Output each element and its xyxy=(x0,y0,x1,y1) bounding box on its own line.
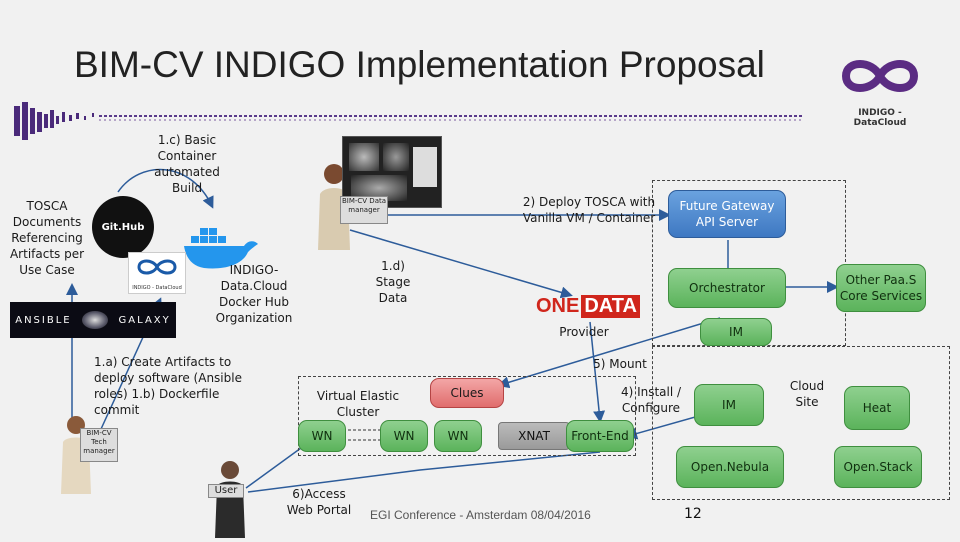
create-artifacts-label: 1.a) Create Artifacts to deploy software… xyxy=(94,355,242,417)
wn-box-3: WN xyxy=(434,420,482,452)
galaxy-icon xyxy=(82,311,109,329)
im-site-box: IM xyxy=(694,384,764,426)
docker-whale-icon xyxy=(184,228,258,269)
user-person xyxy=(210,458,250,538)
github-logo: Git.Hub xyxy=(92,196,154,258)
xnat-box: XNAT xyxy=(498,422,570,450)
cloud-site-region xyxy=(652,346,950,500)
ansible-galaxy-logo: ANSIBLE GALAXY xyxy=(10,302,176,338)
page-number: 12 xyxy=(684,506,702,522)
orchestrator-box: Orchestrator xyxy=(668,268,786,308)
im-top-box: IM xyxy=(700,318,772,346)
deploy-tosca-label: 2) Deploy TOSCA with Vanilla VM / Contai… xyxy=(522,195,656,225)
footer-conference: EGI Conference - Amsterdam 08/04/2016 xyxy=(370,508,591,522)
frontend-box: Front-End xyxy=(566,420,634,452)
medical-imaging-screen xyxy=(342,136,442,208)
ansible-text: ANSIBLE xyxy=(15,314,72,326)
heat-box: Heat xyxy=(844,386,910,430)
mount-label: 5) Mount xyxy=(593,357,647,371)
indigo-small-caption: INDIGO - DataCloud xyxy=(132,285,182,291)
tech-manager-caption: BIM-CV Tech manager xyxy=(80,428,118,462)
github-label: Git.Hub xyxy=(101,221,145,233)
page-title: BIM-CV INDIGO Implementation Proposal xyxy=(74,44,765,85)
wn-box-1: WN xyxy=(298,420,346,452)
logo-caption: INDIGO - DataCloud xyxy=(853,108,907,128)
indigo-datacloud-logo: INDIGO - DataCloud xyxy=(832,48,928,128)
stage-data-label: 1.d) Stage Data xyxy=(375,259,411,305)
virtual-elastic-cluster-label: Virtual Elastic Cluster xyxy=(316,389,400,419)
cloud-site-label: Cloud Site xyxy=(789,379,825,409)
onedata-data: DATA xyxy=(581,294,640,318)
opennebula-box: Open.Nebula xyxy=(676,446,784,488)
paas-core-services-box: Other Paa.S Core Services xyxy=(836,264,926,312)
provider-label: Provider xyxy=(559,325,609,339)
user-caption: User xyxy=(208,484,244,498)
virtual-elastic-cluster-region xyxy=(298,376,636,456)
access-web-portal-label: 6)Access Web Portal xyxy=(286,487,352,517)
docker-hub-label: INDIGO-Data.Cloud Docker Hub Organizatio… xyxy=(215,263,293,325)
basic-container-label: 1.c) Basic Container automated Build xyxy=(154,133,220,195)
onedata-one: ONE xyxy=(536,294,580,317)
onedata-logo: ONE DATA xyxy=(536,294,640,318)
indigo-small-infinity-icon xyxy=(137,259,177,275)
tosca-documents-label: TOSCA Documents Referencing Artifacts pe… xyxy=(9,199,85,277)
future-gateway-box: Future Gateway API Server xyxy=(668,190,786,238)
indigo-infinity-icon xyxy=(841,60,919,92)
person-icon xyxy=(215,461,245,538)
indigo-small-logo: INDIGO - DataCloud xyxy=(128,252,186,294)
wn-box-2: WN xyxy=(380,420,428,452)
openstack-box: Open.Stack xyxy=(834,446,922,488)
galaxy-text: GALAXY xyxy=(118,314,171,326)
clues-box: Clues xyxy=(430,378,504,408)
decorative-pixel-bar xyxy=(14,102,804,140)
data-manager-caption: BIM-CV Data manager xyxy=(340,196,388,224)
